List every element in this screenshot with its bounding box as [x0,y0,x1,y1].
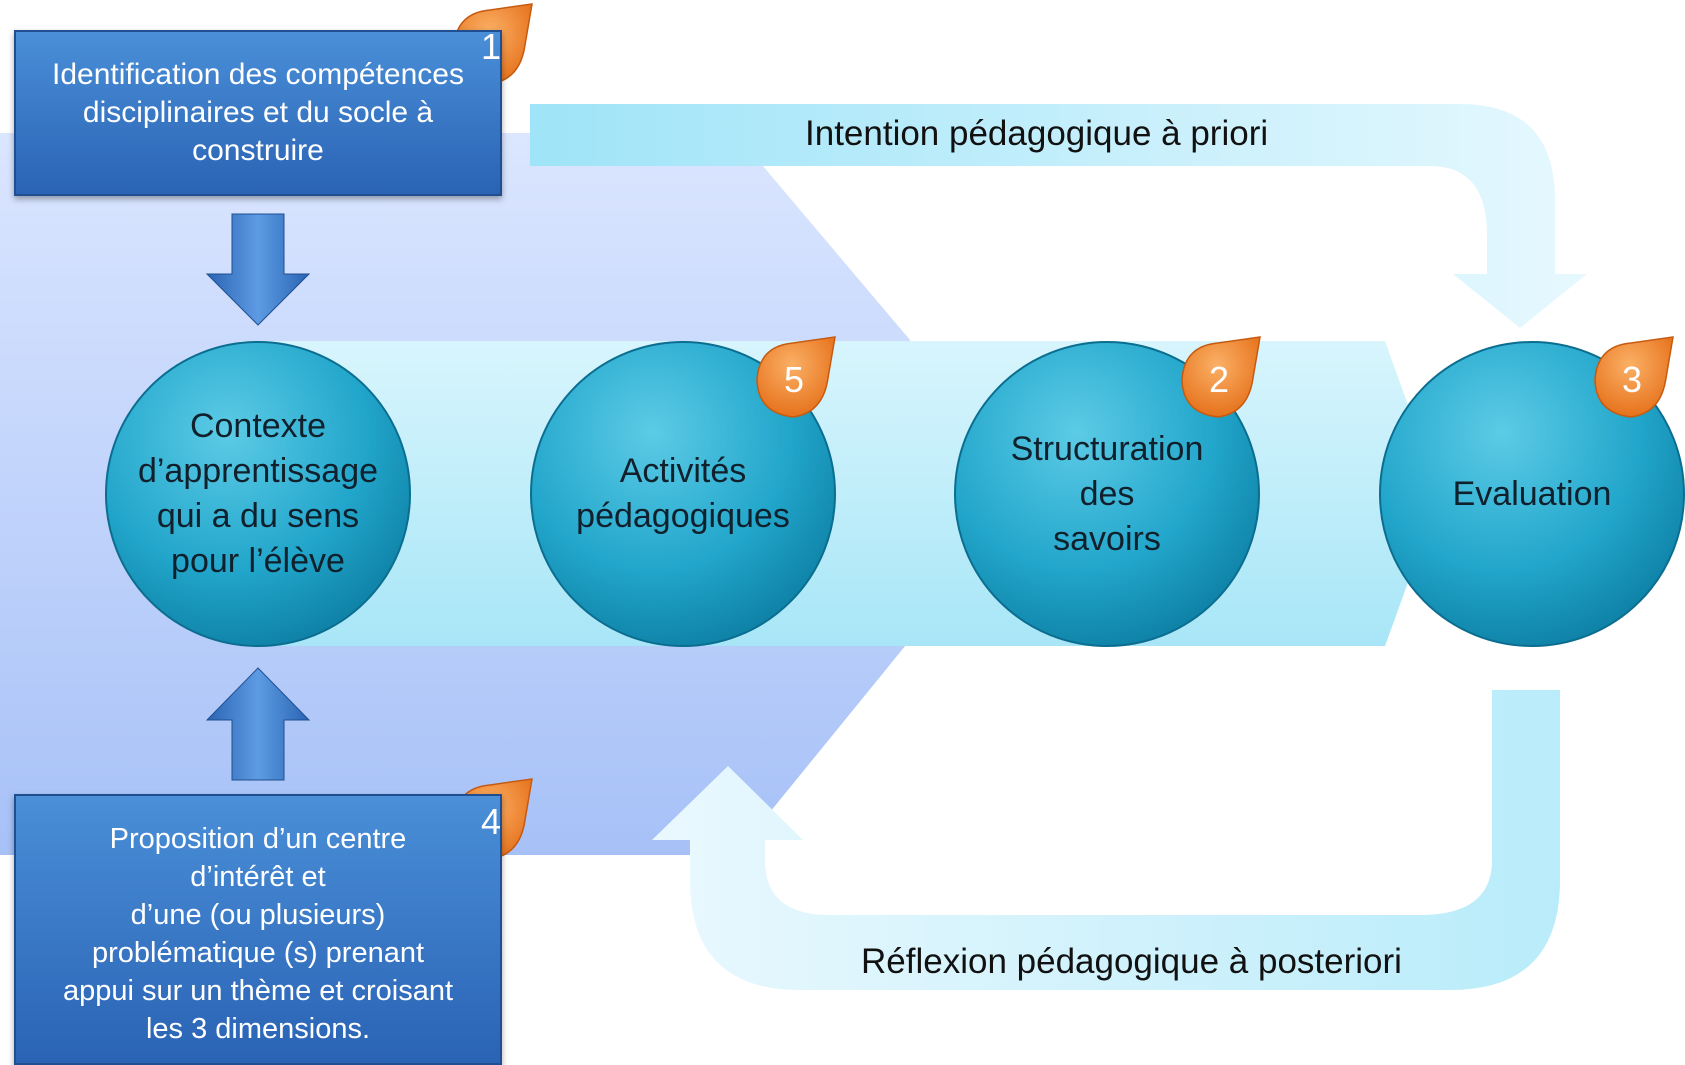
circle-evaluation [1379,341,1685,647]
badge-number-4: 4 [480,801,502,842]
badge-number-2: 2 [1208,359,1230,400]
circle-label-evaluation: Evaluation [1452,474,1612,513]
circle-label-structuration: Structuration des savoirs [1010,429,1204,558]
arrow-down-icon [205,213,311,326]
badge-number-1: 1 [480,26,502,67]
competences-box: Identification des compétences disciplin… [14,30,502,196]
badge-number-5: 5 [783,359,805,400]
circle-structuration [954,341,1260,647]
arrow-up-icon [205,667,311,781]
circle-contexte [105,341,411,647]
reflexion-arrow [652,690,1560,990]
circle-activites [530,341,836,647]
circle-label-activites: Activités pédagogiques [576,452,790,535]
reflexion-label: Réflexion pédagogique à posteriori [861,942,1402,981]
centre-interet-box: Proposition d’un centre d’intérêt et d’u… [14,794,502,1065]
badge-number-3: 3 [1621,359,1643,400]
circle-label-contexte: Contexte d’apprentissage qui a du sens p… [137,407,379,580]
intention-arrow [530,104,1587,328]
process-band [240,341,1440,646]
badge-shape-3 [1594,336,1674,418]
badge-shape-5 [756,336,836,418]
intention-label: Intention pédagogique à priori [805,114,1269,153]
badge-shape-2 [1181,336,1261,418]
